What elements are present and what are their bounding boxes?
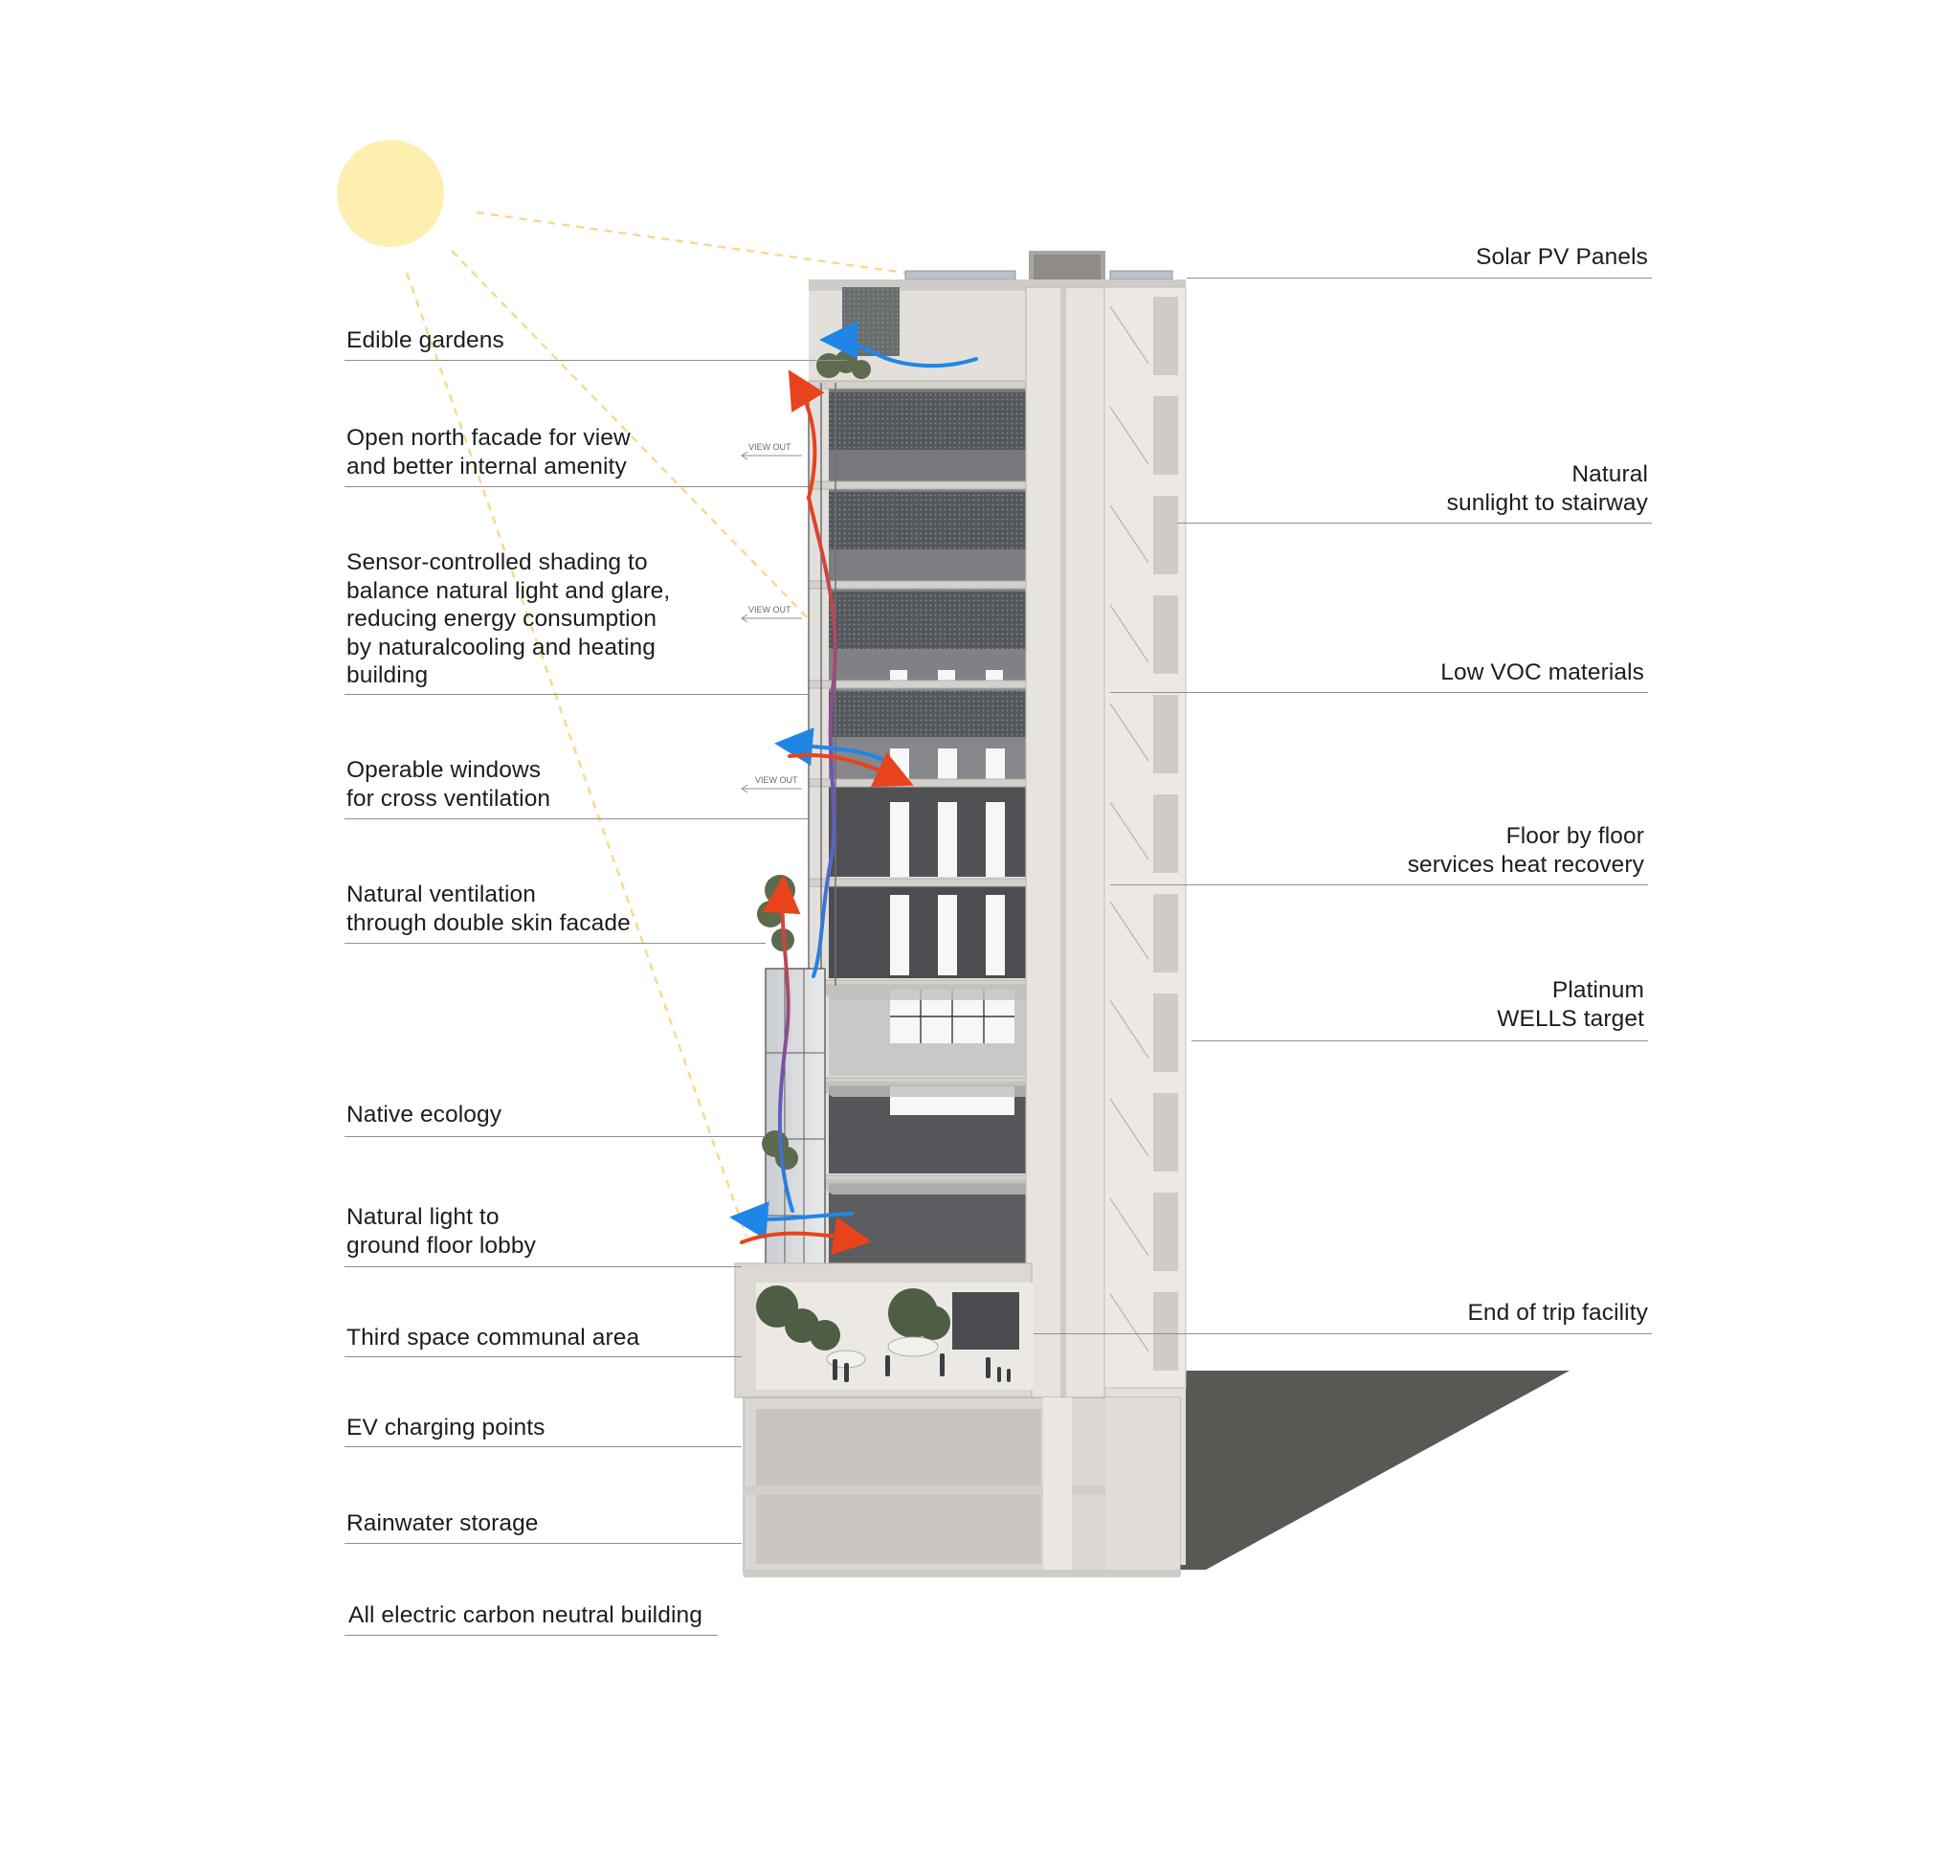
leader-line xyxy=(1187,278,1652,279)
leader-line xyxy=(1110,884,1648,885)
cool-air-arrow-lobby xyxy=(729,1201,854,1240)
view-out-label: VIEW OUT xyxy=(748,605,791,614)
label-native-ecology: Native ecology xyxy=(346,1102,502,1128)
label-edible-gardens: Edible gardens xyxy=(346,327,504,353)
label-solar-pv: Solar PV Panels xyxy=(1476,244,1648,270)
sun-rays xyxy=(405,211,920,1238)
leader-line xyxy=(1110,692,1648,693)
label-wells: Platinum WELLS target xyxy=(1497,977,1644,1032)
cool-air-arrow-roof xyxy=(819,321,978,368)
label-low-voc: Low VOC materials xyxy=(1440,659,1644,685)
leader-line xyxy=(345,360,847,361)
leader-line xyxy=(1192,1040,1648,1041)
leader-line xyxy=(345,1446,742,1447)
leader-line xyxy=(345,486,809,487)
leader-line xyxy=(345,1543,742,1544)
label-sensor-shading: Sensor-controlled shading to balance nat… xyxy=(346,549,671,688)
view-out-markers xyxy=(741,451,802,793)
leader-line xyxy=(345,943,766,944)
label-operable-windows: Operable windows for cross ventilation xyxy=(346,757,551,812)
leader-line xyxy=(345,694,809,695)
view-out-label: VIEW OUT xyxy=(748,442,791,452)
leader-line xyxy=(1177,523,1652,524)
label-natural-ventilation: Natural ventilation through double skin … xyxy=(346,882,631,936)
label-ev-charging: EV charging points xyxy=(346,1415,546,1440)
leader-line xyxy=(345,1136,766,1137)
label-third-space: Third space communal area xyxy=(346,1325,640,1351)
sun-icon xyxy=(337,140,444,247)
leader-line xyxy=(1034,1333,1652,1334)
building-section: VIEW OUT VIEW OUT VIEW OUT xyxy=(734,251,1187,1577)
label-sunlight-stairway: Natural sunlight to stairway xyxy=(1446,461,1648,516)
airflow-arrows xyxy=(729,321,978,1256)
label-rainwater: Rainwater storage xyxy=(346,1510,539,1536)
warm-air-arrow-lobby xyxy=(740,1217,872,1256)
view-out-label: VIEW OUT xyxy=(755,775,798,785)
label-natural-light-lobby: Natural light to ground floor lobby xyxy=(346,1204,536,1259)
label-open-north-facade: Open north facade for view and better in… xyxy=(346,425,631,480)
building-shadow xyxy=(1179,1371,1570,1570)
label-heat-recovery: Floor by floor services heat recovery xyxy=(1407,823,1644,878)
warm-air-rising-arrow xyxy=(788,369,825,500)
leader-line xyxy=(345,818,809,819)
label-all-electric: All electric carbon neutral building xyxy=(348,1602,702,1628)
leader-line xyxy=(345,1266,742,1267)
label-end-of-trip: End of trip facility xyxy=(1467,1300,1648,1326)
lower-rising-airflow xyxy=(762,875,801,1213)
double-skin-airflow xyxy=(807,496,837,978)
leader-line xyxy=(345,1635,718,1636)
stairs xyxy=(1109,305,1149,1352)
warm-air-arrow-mid xyxy=(788,751,914,788)
leader-line xyxy=(345,1356,742,1357)
